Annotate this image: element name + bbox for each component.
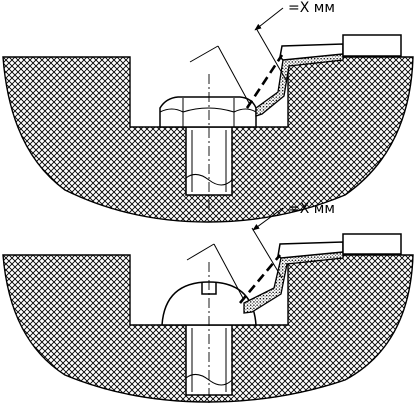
bottom-countersink-dashed [239,254,281,304]
top-extension-line-right [255,27,287,81]
top-dimension-line [189,45,219,63]
bottom-leader-arrow [252,207,284,231]
bottom-dimension-label: =X мм [288,201,335,217]
bottom-panel-round-head: =X мм [2,201,414,406]
bottom-sealant-layer [243,251,344,314]
top-countersink-dashed [245,54,284,109]
top-nut-chamfer-arcs [159,107,257,113]
top-cap-block [342,34,402,57]
bottom-cap-block [342,233,402,255]
bottom-extension-line-left [213,243,245,301]
top-sealant-layer [255,53,344,117]
top-leader-arrow [254,7,284,31]
bottom-extension-line-right [251,227,283,279]
top-hex-nut [159,96,257,128]
top-panel-hex-nut: =X мм [2,0,414,223]
bottom-dimension-line [186,243,215,261]
top-dimension-label: =X мм [288,0,335,16]
top-extension-line-left [217,45,250,104]
